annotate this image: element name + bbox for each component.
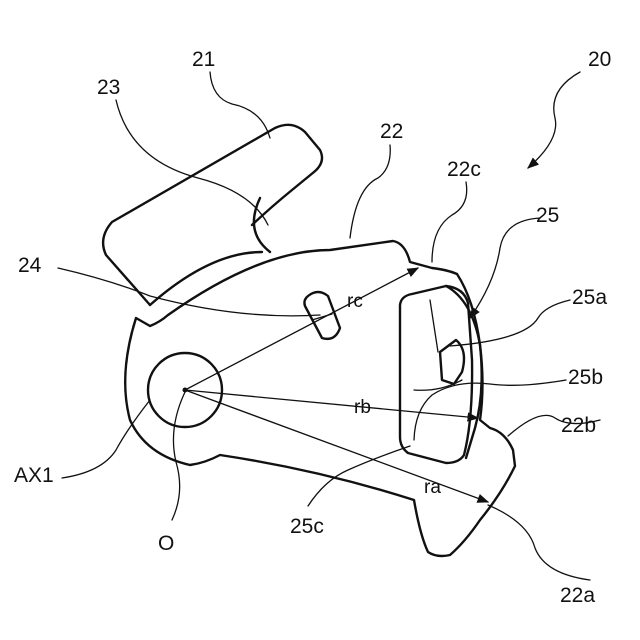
label-22c: 22c <box>447 158 481 181</box>
label-25a: 25a <box>572 286 607 309</box>
leader-21 <box>210 72 270 138</box>
label-21: 21 <box>192 48 215 71</box>
label-rb: rb <box>354 397 371 418</box>
leader-20 <box>528 72 580 168</box>
tab-25a <box>440 340 464 384</box>
label-rc: rc <box>347 291 363 312</box>
cover-25-rim <box>446 286 482 458</box>
lever-arm-21 <box>103 125 322 305</box>
leader-ax1 <box>62 400 150 478</box>
cover-25-inner-line <box>430 300 438 352</box>
label-22a: 22a <box>560 584 595 607</box>
lever-arm-21-curve <box>150 252 262 305</box>
leader-22a <box>488 505 590 580</box>
leader-o <box>172 392 185 520</box>
label-25b: 25b <box>568 366 603 389</box>
label-24: 24 <box>18 254 42 277</box>
radius-ra-line <box>185 390 488 502</box>
label-25: 25 <box>536 204 559 227</box>
label-23: 23 <box>97 76 120 99</box>
label-o: O <box>158 532 174 555</box>
label-20: 20 <box>588 48 611 71</box>
radius-rc-line <box>185 268 418 390</box>
leader-25 <box>470 218 540 318</box>
label-25c: 25c <box>290 515 324 538</box>
label-22b: 22b <box>561 414 596 437</box>
label-ax1: AX1 <box>14 464 54 487</box>
leader-22 <box>350 145 390 238</box>
leader-22c <box>432 182 467 262</box>
label-ra: ra <box>424 477 441 498</box>
label-22: 22 <box>380 120 403 143</box>
